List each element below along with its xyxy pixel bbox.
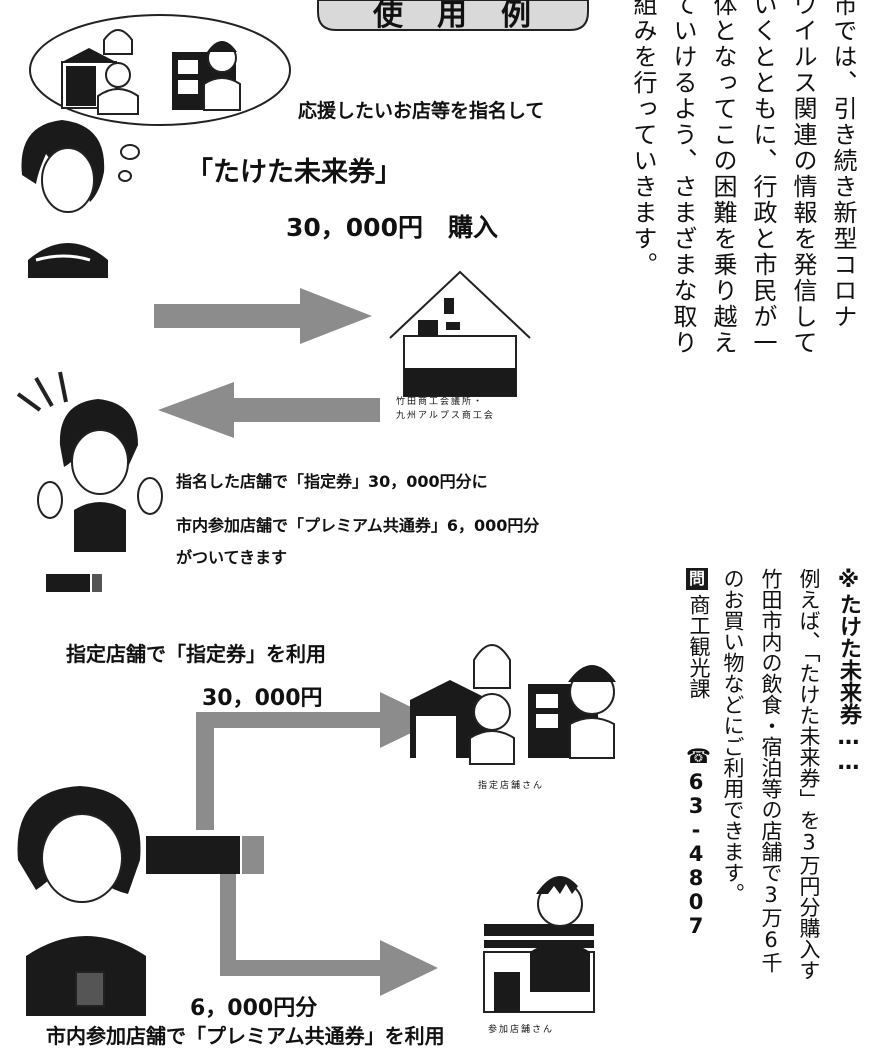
note-heading: ※たけた未来券…… — [836, 568, 861, 775]
note-body-1: 例えば、「たけた未来券」を3万円分購入す — [797, 568, 821, 981]
org-label-line2: 九州アルプス商工会 — [396, 411, 495, 421]
section-title: 使 用 例 — [373, 0, 533, 33]
section-title-tab — [317, 0, 589, 31]
step2-line1: 指名した店舗で「指定券」30，000円分に — [176, 472, 488, 491]
woman-holding-ticket-icon — [17, 786, 146, 1016]
step1-ticket-name: 「たけた未来券」 — [186, 157, 402, 188]
body-column-1: 市では、引き続き新型コロナ — [829, 0, 857, 330]
contact-phone: 63-4807 — [684, 770, 708, 938]
org-label-line1: 竹田商工会議所・ — [396, 397, 485, 407]
step3-heading: 指定店舗で「指定券」を利用 — [66, 642, 326, 666]
step2-line2: 市内参加店舗で「プレミアム共通券」6，000円分 — [176, 516, 540, 535]
big-ticket-icon — [146, 836, 264, 874]
contact-department: 商工観光課 — [687, 594, 711, 699]
designated-store-icon — [410, 644, 616, 765]
body-column-3: いくとともに、行政と市民が一 — [749, 0, 777, 356]
body-column-5: ていけるよう、さまざまな取り — [669, 0, 697, 356]
chef-shop-icon — [61, 29, 139, 115]
designated-store-label: 指定店舗さん — [478, 781, 545, 791]
phone-icon: ☎ — [686, 744, 711, 768]
ticket-icon — [46, 574, 102, 592]
house-icon — [389, 270, 531, 397]
branch-arrows-icon — [196, 692, 438, 996]
step4-heading: 市内参加店舗で「プレミアム共通券」を利用 — [46, 1024, 445, 1048]
note-body-2: 竹田市内の飲食・宿泊等の店舗で3万6千 — [759, 568, 783, 973]
participating-store-label: 参加店舗さん — [488, 1025, 555, 1035]
body-column-2: ウイルス関連の情報を発信して — [789, 0, 817, 356]
inquiry-icon — [686, 568, 708, 590]
body-column-6: 組みを行っていきます。 — [629, 0, 657, 278]
kimono-shop-icon — [172, 41, 241, 111]
step2-line3: がついてきます — [176, 548, 288, 567]
arrow-right-icon — [154, 288, 372, 344]
step3-amount: 30，000円 — [202, 686, 323, 711]
note-body-3: のお買い物などにご利用できます。 — [721, 568, 745, 904]
inquiry-label: 問 — [688, 569, 705, 588]
step1-amount: 30，000円 購入 — [286, 213, 498, 242]
woman-surprised-icon — [16, 371, 163, 552]
arrow-left-icon — [158, 382, 380, 438]
step4-amount: 6，000円分 — [190, 996, 318, 1021]
woman-thinking-icon — [21, 120, 108, 278]
step1-instruction: 応援したいお店等を指名して — [298, 100, 545, 122]
body-column-4: 体となってこの困難を乗り越え — [709, 0, 737, 356]
participating-store-icon — [483, 876, 595, 1013]
